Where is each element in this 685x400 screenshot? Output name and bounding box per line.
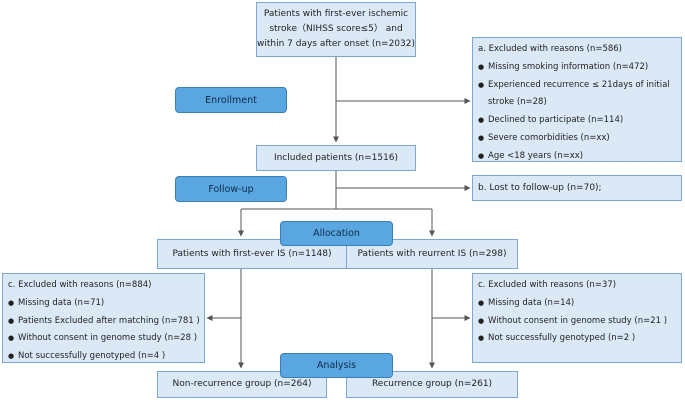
stage-label: Analysis (316, 360, 357, 371)
outcome-non-label: Non-recurrence group (n=264) (172, 379, 312, 389)
excluded-box-c-right: c. Excluded with reasons (n=37) Missing … (472, 273, 682, 363)
excluded-c-left-item: Patients Excluded after matching (n=781 … (8, 313, 204, 331)
excluded-box-c-left: c. Excluded with reasons (n=884) Missing… (2, 273, 205, 366)
excluded-a-item: Severe comorbidities (n=xx) (478, 130, 681, 148)
start-box-line: stroke（NIHSS score≤5） and (269, 24, 403, 34)
excluded-c-right-item: Missing data (n=14) (478, 295, 681, 313)
excluded-a-item: Missing smoking information (n=472) (478, 59, 681, 77)
excluded-c-right-heading: c. Excluded with reasons (n=37) (478, 280, 617, 290)
outcome-rec-label: Recurrence group (n=261) (371, 379, 493, 389)
excluded-box-a: a. Excluded with reasons (n=586) Missing… (472, 37, 682, 165)
lost-box-label: b. Lost to follow-up (n=70); (478, 182, 602, 193)
start-box-line: within 7 days after onset (n=2032) (257, 39, 416, 49)
stage-follow-up: Follow-up (175, 176, 287, 202)
stage-analysis: Analysis (280, 353, 393, 378)
excluded-c-right-item: Without consent in genome study (n=21 ) (478, 313, 681, 331)
excluded-a-item-continuation: stroke (n=28) (488, 97, 547, 108)
included-box: Included patients (n=1516) (256, 145, 416, 171)
excluded-a-item: Experienced recurrence ≤ 21days of initi… (478, 77, 681, 95)
stage-enrollment: Enrollment (175, 87, 287, 113)
excluded-c-left-item: Not successfully genotyped (n=4 ) (8, 348, 204, 366)
excluded-a-heading: a. Excluded with reasons (n=586) (478, 44, 623, 54)
start-box-line: Patients with first-ever ischemic (263, 9, 409, 19)
excluded-c-left-item: Without consent in genome study (n=28 ) (8, 330, 204, 348)
outcome-non-recurrence-box: Non-recurrence group (n=264) (157, 371, 327, 398)
excluded-c-left-item: Missing data (n=71) (8, 295, 204, 313)
stage-label: Allocation (313, 228, 360, 239)
lost-box: b. Lost to follow-up (n=70); (472, 175, 682, 201)
included-box-label: Included patients (n=1516) (273, 152, 399, 163)
start-box: Patients with first-ever ischemic stroke… (256, 2, 416, 57)
excluded-c-left-heading: c. Excluded with reasons (n=884) (8, 280, 152, 290)
stage-allocation: Allocation (280, 221, 393, 246)
group-first-label: Patients with first-ever IS (n=1148) (172, 248, 332, 259)
excluded-c-right-item: Not successfully genotyped (n=2 ) (478, 330, 681, 348)
stage-label: Follow-up (208, 183, 254, 195)
excluded-a-item: Age <18 years (n=xx) (478, 148, 681, 166)
group-recurrent-label: Patients with reurrent IS (n=298) (357, 248, 507, 259)
excluded-a-item: Declined to participate (n=114) (478, 112, 681, 130)
stage-label: Enrollment (205, 94, 257, 106)
